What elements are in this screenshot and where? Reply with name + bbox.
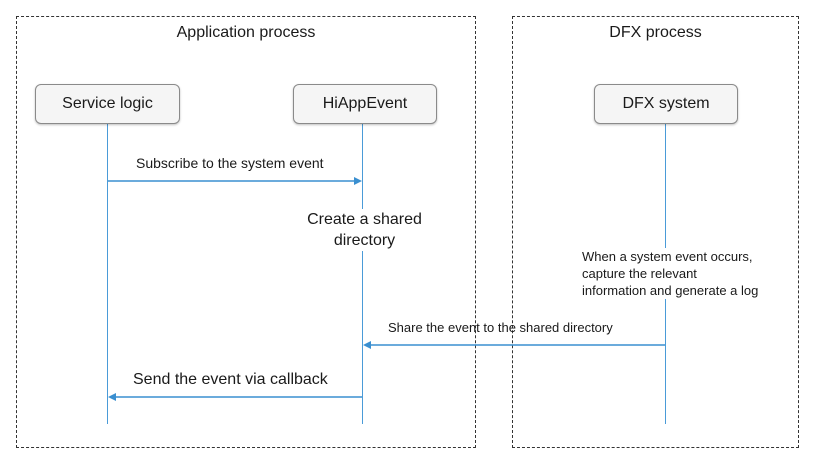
dfx-system-label: DFX system	[622, 95, 710, 112]
capture-log-note: When a system event occurs, capture the …	[582, 248, 759, 299]
subscribe-arrow	[108, 177, 362, 185]
callback-label: Send the event via callback	[133, 371, 328, 388]
capture-note-line1: When a system event occurs,	[582, 249, 753, 264]
share-label: Share the event to the shared directory	[388, 320, 613, 335]
application-process-title: Application process	[176, 24, 316, 41]
dfx-process-region: DFX process	[512, 16, 799, 448]
application-process-region: Application process	[16, 16, 476, 448]
create-note-line1: Create a shared	[307, 211, 422, 228]
service-logic-label: Service logic	[62, 95, 153, 112]
subscribe-label: Subscribe to the system event	[136, 155, 324, 171]
service-logic-actor: Service logic	[35, 84, 180, 124]
hiappevent-label: HiAppEvent	[322, 95, 408, 112]
dfx-system-actor: DFX system	[594, 84, 738, 124]
create-note-line2: directory	[333, 232, 396, 249]
create-shared-directory-note: Create a shared directory	[292, 209, 437, 251]
hiappevent-lifeline	[362, 124, 363, 424]
dfx-process-title: DFX process	[609, 24, 702, 41]
capture-note-line2: capture the relevant	[582, 266, 697, 281]
hiappevent-actor: HiAppEvent	[293, 84, 437, 124]
callback-arrow	[108, 393, 362, 401]
capture-note-line3: information and generate a log	[582, 283, 759, 298]
service-logic-lifeline	[107, 124, 108, 424]
share-arrow	[363, 341, 665, 349]
